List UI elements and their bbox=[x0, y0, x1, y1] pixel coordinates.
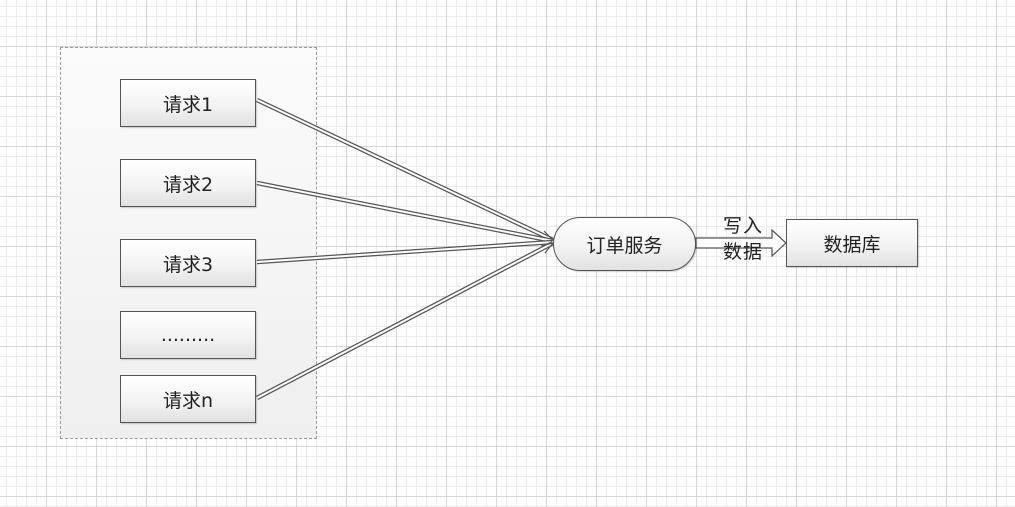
connector-req1-to-service bbox=[256, 97, 555, 243]
write-data-label-line2: 数据 bbox=[722, 241, 763, 263]
request-3-label: 请求3 bbox=[162, 253, 214, 276]
request-ellipsis-label: ......... bbox=[160, 324, 216, 346]
connector-service-to-database bbox=[695, 228, 787, 258]
request-ellipsis-node[interactable]: ......... bbox=[120, 311, 256, 359]
order-service-label: 订单服务 bbox=[586, 234, 663, 257]
request-1-node[interactable]: 请求1 bbox=[120, 79, 256, 127]
connector-req3-to-service bbox=[256, 239, 554, 265]
database-node[interactable]: 数据库 bbox=[786, 219, 918, 267]
order-service-node[interactable]: 订单服务 bbox=[553, 217, 696, 271]
connector-req2-to-service bbox=[256, 180, 554, 244]
write-data-label: 写入 数据 bbox=[718, 213, 768, 265]
database-label: 数据库 bbox=[823, 233, 881, 256]
request-1-label: 请求1 bbox=[162, 93, 214, 116]
request-2-node[interactable]: 请求2 bbox=[120, 159, 256, 207]
request-3-node[interactable]: 请求3 bbox=[120, 239, 256, 287]
request-2-label: 请求2 bbox=[162, 173, 214, 196]
request-n-label: 请求n bbox=[162, 389, 214, 412]
request-n-node[interactable]: 请求n bbox=[120, 375, 256, 423]
connector-reqn-to-service bbox=[255, 241, 555, 400]
write-data-label-line1: 写入 bbox=[722, 215, 763, 237]
